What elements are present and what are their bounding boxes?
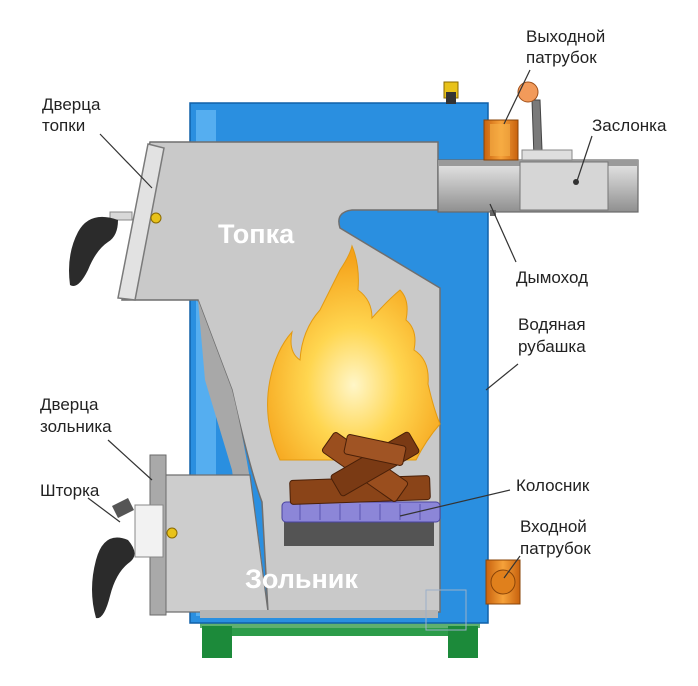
- top-sensor: [443, 81, 459, 104]
- label-inlet-pipe-2: патрубок: [520, 539, 591, 558]
- label-water-jacket-1: Водяная: [518, 315, 586, 334]
- outlet-pipe: [483, 119, 519, 161]
- label-firebox-door-1: Дверца: [42, 95, 101, 114]
- ash-door-handle-icon: [92, 537, 135, 619]
- ashpit-label: Зольник: [245, 564, 358, 594]
- chimney-pipe: [437, 159, 639, 216]
- label-damper: Заслонка: [592, 116, 667, 135]
- label-chimney: Дымоход: [516, 268, 588, 287]
- firewood: [289, 431, 431, 505]
- label-inlet-pipe-1: Входной: [520, 517, 587, 536]
- label-ash-door-2: зольника: [40, 417, 112, 436]
- grate: [281, 501, 441, 546]
- label-water-jacket-2: рубашка: [518, 337, 586, 356]
- shutter-lever-icon: [112, 498, 134, 518]
- firebox-label: Топка: [218, 219, 295, 249]
- label-shutter: Шторка: [40, 481, 100, 500]
- firebox-door-handle-icon: [69, 216, 118, 286]
- label-grate: Колосник: [516, 476, 590, 495]
- leader-lines: [87, 69, 593, 579]
- label-ash-door-1: Дверца: [40, 395, 99, 414]
- inlet-pipe: [485, 559, 521, 605]
- label-outlet-pipe-2: патрубок: [526, 48, 597, 67]
- ash-door: [134, 454, 178, 616]
- label-outlet-pipe-1: Выходной: [526, 27, 605, 46]
- flame-icon: [267, 244, 441, 461]
- label-firebox-door-2: топки: [42, 116, 85, 135]
- base: [200, 618, 480, 658]
- damper-handle: [517, 81, 573, 161]
- firebox-door: [109, 143, 165, 301]
